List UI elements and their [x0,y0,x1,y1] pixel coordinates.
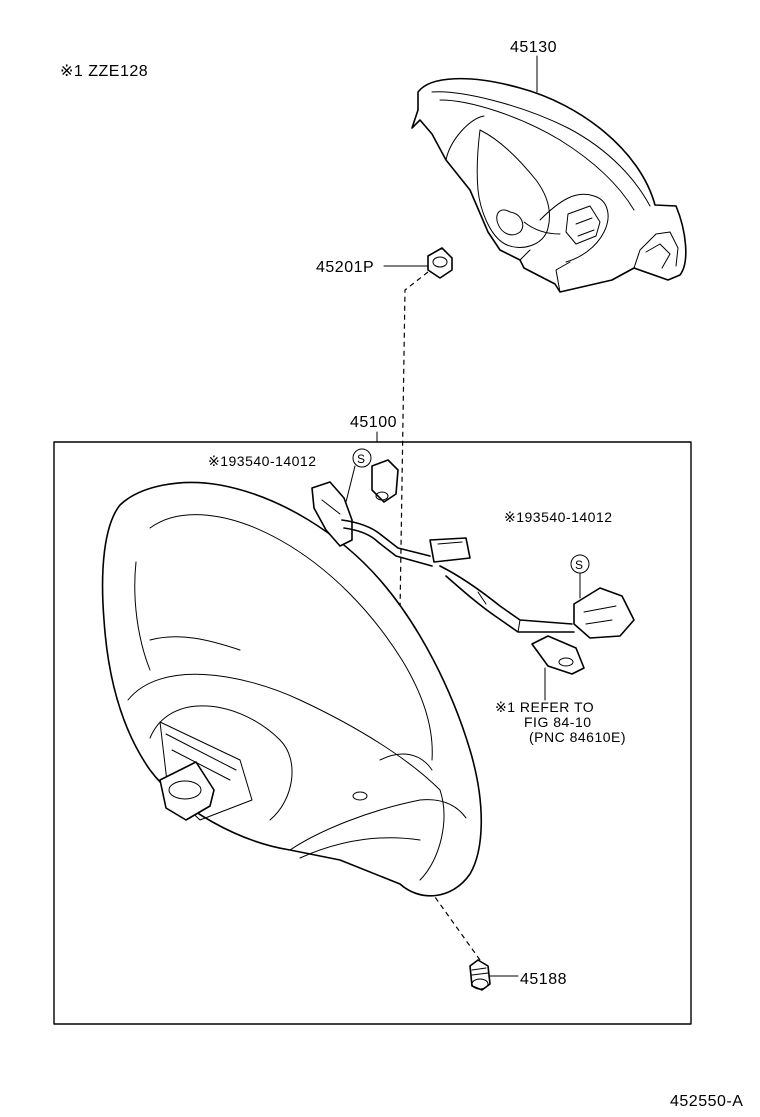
figure-code: 452550-A [670,1093,743,1110]
svg-text:S: S [357,452,365,466]
harness-ref-right: ※193540-14012 [504,509,613,525]
refer-note-line2: FIG 84-10 [524,714,592,730]
part-label-wheel: 45100 [350,414,397,431]
svg-text:S: S [575,558,583,572]
refer-note-line1: ※1 REFER TO [495,699,594,715]
part-label-screw: 45188 [520,971,567,988]
assembly-frame [53,441,692,1025]
horn-pad-assembly [411,77,687,293]
harness-ref-left: ※193540-14012 [208,453,317,469]
switch-harness [311,459,635,675]
screw-45188 [469,959,491,991]
refer-note-line3: (PNC 84610E) [529,729,626,745]
nut-45201p [427,247,453,279]
s-symbol-left: S [352,448,372,468]
part-label-pad: 45130 [510,39,557,56]
s-symbol-right: S [570,554,590,574]
steering-wheel [101,481,483,897]
part-label-nut: 45201P [316,259,374,276]
model-note: ※1 ZZE128 [60,63,148,80]
